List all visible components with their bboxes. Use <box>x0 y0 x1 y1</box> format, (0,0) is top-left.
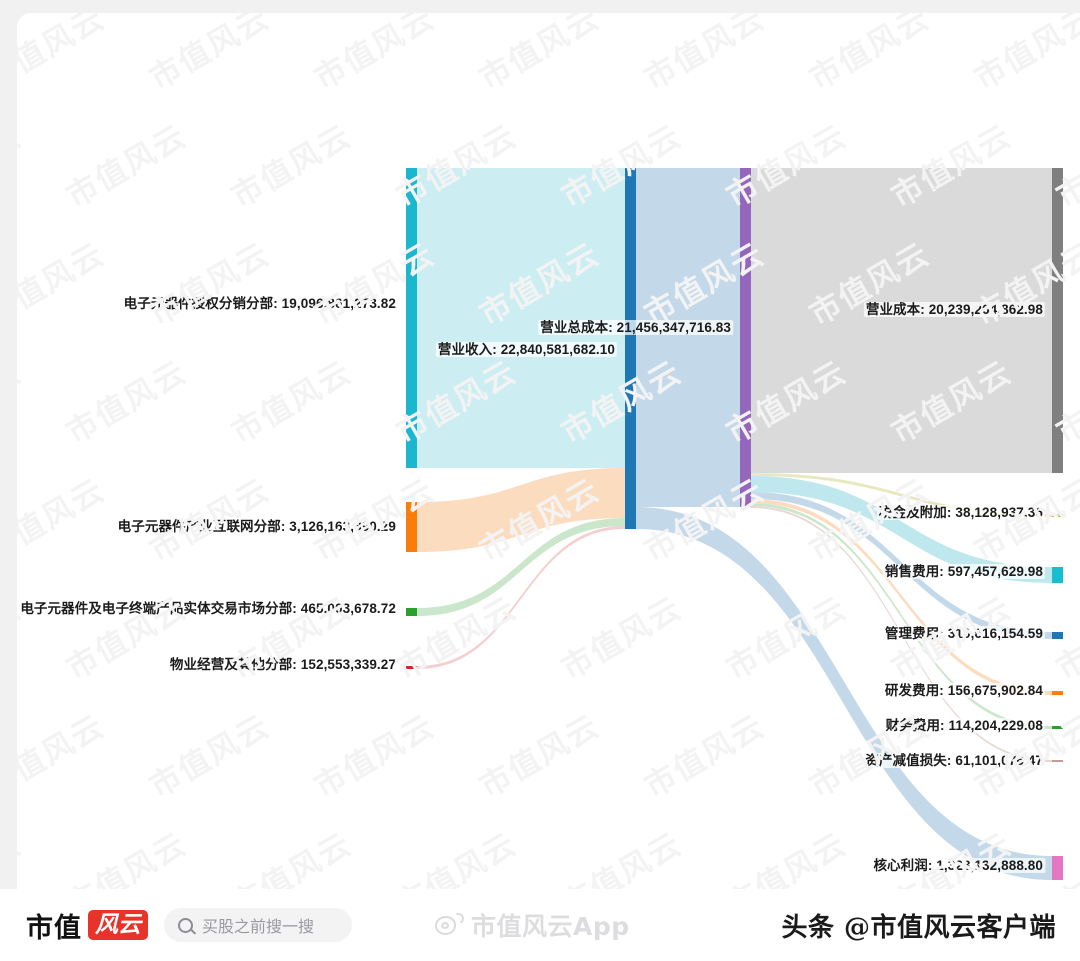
sankey-node[interactable] <box>1052 726 1063 729</box>
sankey-node-label-text: 财务费用: 114,204,229.08 <box>883 718 1045 733</box>
sankey-node[interactable] <box>1052 168 1063 473</box>
sankey-node-label: 财务费用: 114,204,229.08 <box>883 714 1045 734</box>
sankey-node-label: 核心利润: 1,323,132,888.80 <box>871 854 1045 874</box>
sankey-link <box>751 168 1052 473</box>
search-placeholder: 买股之前搜一搜 <box>202 917 315 936</box>
sankey-link <box>417 518 625 616</box>
search-box[interactable]: 买股之前搜一搜 <box>164 908 352 942</box>
sankey-node-label-text: 营业收入: 22,840,581,682.10 <box>435 342 617 357</box>
sankey-node[interactable] <box>406 608 417 616</box>
sankey-node-label-text: 营业总成本: 21,456,347,716.83 <box>538 320 733 335</box>
sankey-node-label-text: 管理费用: 310,616,154.59 <box>882 626 1045 641</box>
sankey-node[interactable] <box>625 168 636 529</box>
sankey-node-label: 营业成本: 20,239,264,862.98 <box>863 298 1045 318</box>
sankey-link <box>636 168 740 507</box>
sankey-node-label-text: 电子元器件授权分销分部: 19,096,861,273.82 <box>121 296 398 311</box>
weibo-icon <box>434 911 466 937</box>
sankey-node-label: 物业经营及其他分部: 152,553,339.27 <box>167 653 398 673</box>
sankey-node-label-text: 电子元器件及电子终端产品实体交易市场分部: 465,003,678.72 <box>18 601 398 616</box>
weibo-label: 市值风云App <box>471 912 630 941</box>
brand-name: 市值 <box>26 912 82 944</box>
sankey-node-label: 营业收入: 22,840,581,682.10 <box>435 338 617 358</box>
sankey-link <box>751 473 1052 517</box>
sankey-node[interactable] <box>406 168 417 468</box>
sankey-node-label-text: 税金及附加: 38,128,937.36 <box>876 505 1045 520</box>
sankey-link <box>417 526 625 669</box>
chart-card: 市值风云市值风云市值风云市值风云市值风云市值风云市值风云市值风云市值风云市值风云… <box>17 13 1080 948</box>
brand-badge: 风云 <box>88 909 148 941</box>
sankey-node-label: 电子元器件授权分销分部: 19,096,861,273.82 <box>121 292 398 312</box>
sankey-node-label: 管理费用: 310,616,154.59 <box>882 622 1045 642</box>
sankey-link <box>751 503 1052 729</box>
sankey-node-label: 电子元器件及电子终端产品实体交易市场分部: 465,003,678.72 <box>18 597 398 617</box>
sankey-node-label-text: 资产减值损失: 61,101,076.47 <box>863 753 1045 768</box>
sankey-link <box>751 499 1052 695</box>
sankey-node[interactable] <box>1052 856 1063 880</box>
sankey-link <box>417 168 625 468</box>
sankey-node-label: 销售费用: 597,457,629.98 <box>882 560 1045 580</box>
sankey-nodes <box>406 168 1063 880</box>
sankey-node[interactable] <box>1052 567 1063 583</box>
weibo-watermark: 市值风云App <box>434 907 630 943</box>
sankey-node[interactable] <box>1052 632 1063 639</box>
sankey-node-label: 资产减值损失: 61,101,076.47 <box>863 749 1045 769</box>
sankey-link <box>636 507 1052 880</box>
sankey-node-label-text: 营业成本: 20,239,264,862.98 <box>863 302 1045 317</box>
sankey-node-label: 研发费用: 156,675,902.84 <box>882 679 1045 699</box>
toutiao-handle: 头条 @市值风云客户端 <box>781 912 1056 943</box>
sankey-node[interactable] <box>1052 691 1063 695</box>
sankey-node[interactable] <box>740 168 751 507</box>
sankey-links <box>417 168 1052 880</box>
sankey-node-label-text: 物业经营及其他分部: 152,553,339.27 <box>167 657 398 672</box>
sankey-node-label: 税金及附加: 38,128,937.36 <box>876 501 1045 521</box>
sankey-node[interactable] <box>406 666 417 669</box>
bottom-bar: 市值 风云 买股之前搜一搜 市值风云App 头条 @市值风云客户端 <box>0 889 1080 961</box>
sankey-node-label-text: 销售费用: 597,457,629.98 <box>882 564 1045 579</box>
sankey-node-label: 电子元器件产业互联网分部: 3,126,163,390.29 <box>115 515 398 535</box>
sankey-node[interactable] <box>1052 514 1063 517</box>
search-icon <box>178 917 193 933</box>
sankey-link <box>751 476 1052 583</box>
sankey-node-label-text: 电子元器件产业互联网分部: 3,126,163,390.29 <box>115 519 398 534</box>
sankey-chart: 电子元器件授权分销分部: 19,096,861,273.82 电子元器件产业互联网… <box>17 13 1080 893</box>
sankey-node-label-text: 核心利润: 1,323,132,888.80 <box>871 858 1045 873</box>
sankey-node-label-text: 研发费用: 156,675,902.84 <box>882 683 1045 698</box>
sankey-node[interactable] <box>406 502 417 552</box>
brand-logo: 市值 风云 <box>26 906 148 945</box>
sankey-node[interactable] <box>1052 760 1063 762</box>
sankey-node-label: 营业总成本: 21,456,347,716.83 <box>538 316 733 336</box>
sankey-link <box>417 468 625 552</box>
